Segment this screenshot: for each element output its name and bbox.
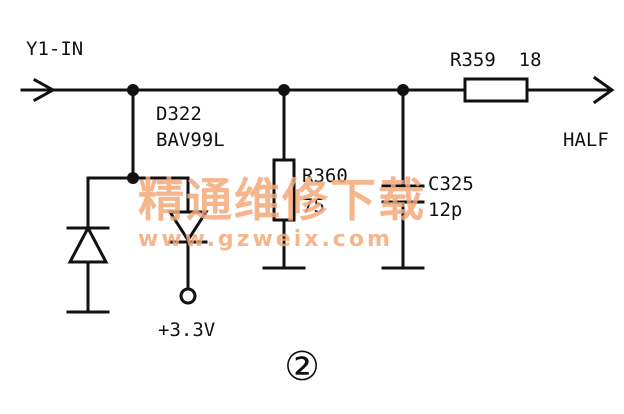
input-arrow	[32, 77, 57, 103]
left-diode-symbol	[67, 224, 109, 264]
c325-ref-label: C325	[428, 173, 474, 195]
supply-label: +3.3V	[158, 319, 215, 341]
r359-resistor	[463, 77, 529, 103]
diode-ref-label: D322	[156, 103, 202, 125]
output-label: HALF	[563, 129, 609, 151]
c325-value-label: 12p	[428, 199, 462, 221]
diode-part-label: BAV99L	[156, 129, 225, 151]
right-diode-symbol	[167, 210, 209, 243]
r359-label: R359 18	[450, 49, 542, 71]
r360-ref-label: R360	[302, 165, 348, 187]
supply-terminal	[179, 287, 197, 305]
r360-value-label: 75	[302, 195, 325, 217]
output-arrow	[592, 75, 615, 105]
input-label: Y1-IN	[26, 38, 83, 60]
watermark-cn: 精通维修下载	[138, 173, 426, 227]
figure-number: ②	[284, 344, 320, 390]
watermark-url: www.gzweix.com	[138, 227, 393, 252]
